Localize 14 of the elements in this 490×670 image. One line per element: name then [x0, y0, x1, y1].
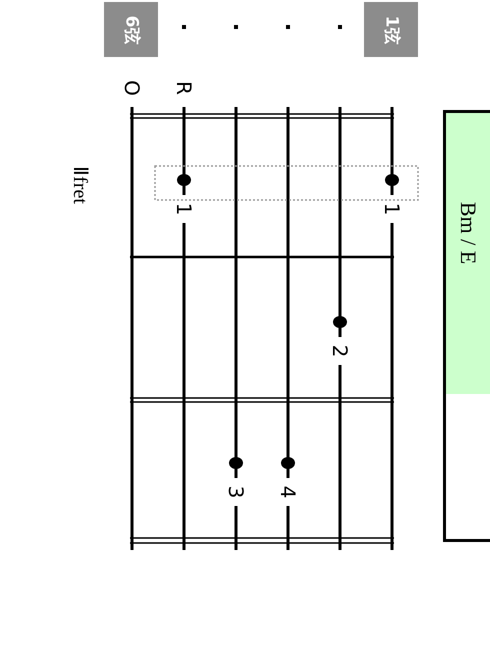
string-label: 1弦	[382, 15, 400, 44]
string-label: 6弦	[122, 15, 140, 44]
chord-name: Bm / E	[457, 202, 479, 264]
fret-number: Ⅱfret	[70, 166, 90, 204]
finger-number: 1	[382, 202, 402, 216]
open-string-mark: O	[122, 80, 142, 96]
finger-number: 4	[278, 486, 298, 498]
root-mark: R	[174, 81, 194, 95]
finger-number: 2	[330, 344, 350, 358]
finger-number: 1	[174, 202, 194, 216]
string-label-box	[364, 2, 418, 57]
finger-number: 3	[226, 486, 246, 498]
string-label-box	[104, 2, 158, 57]
chord-name-box	[443, 110, 490, 542]
